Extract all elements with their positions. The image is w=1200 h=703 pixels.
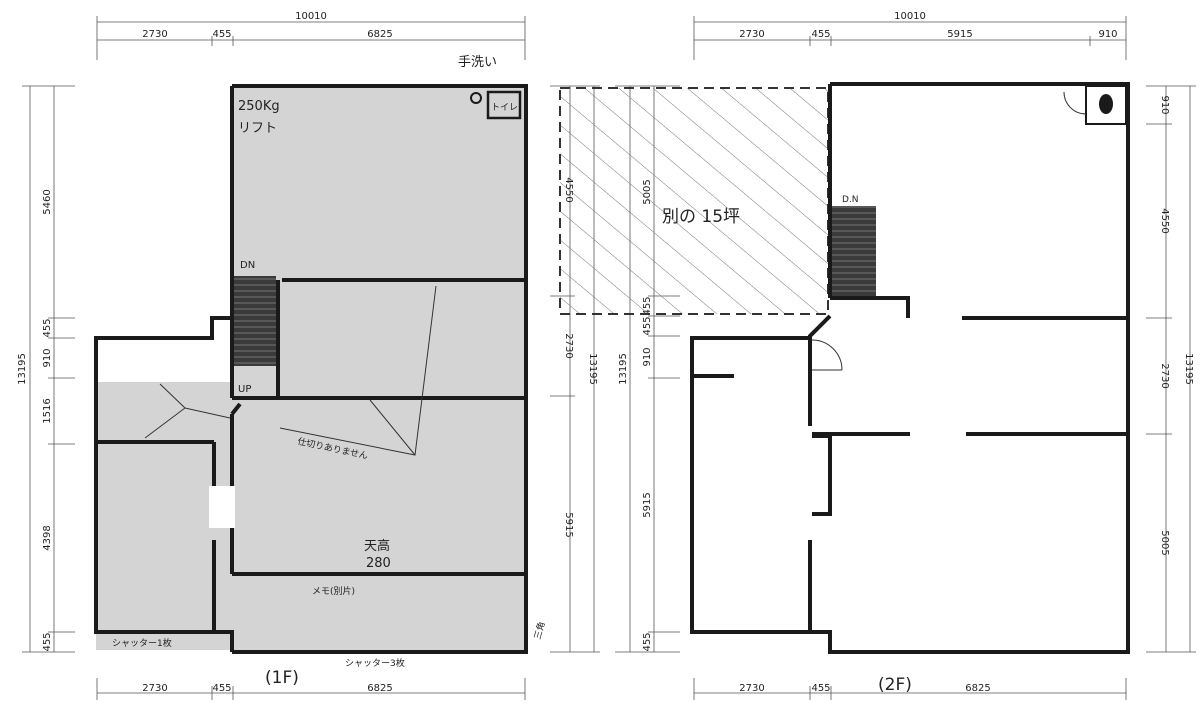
- f2-dim-top-b: 455: [811, 29, 830, 40]
- f1-note-lift: リフト: [238, 121, 277, 136]
- f2-dim-top-total: 10010: [894, 11, 926, 22]
- f2-note-separate: 別の 15坪: [662, 207, 740, 227]
- f2-dim-left-e: 5915: [642, 492, 653, 517]
- f1-dim-left-f: 455: [42, 632, 53, 651]
- f1-note-corner: 三角: [531, 620, 547, 641]
- f1-dim-left-d: 1516: [42, 398, 53, 423]
- f2-dim-right-a: 910: [1159, 95, 1170, 114]
- f1-note-ceiling-label: 天高: [364, 538, 390, 554]
- floor-1-left-dimensions: [22, 85, 75, 653]
- f2-floor-label: (2F): [878, 675, 912, 695]
- f2-dim-left-f: 455: [642, 632, 653, 651]
- f1-note-shutter-1: シャッター1枚: [112, 637, 172, 649]
- floor-1-annotation-lines: [144, 285, 437, 456]
- f2-dim-left-d: 910: [642, 347, 653, 366]
- floor-2-walls: [690, 82, 1130, 654]
- f1-note-toilet: トイレ: [491, 103, 518, 113]
- floor-1-floor-fill: [96, 88, 524, 650]
- f1-dim-bottom-b: 455: [212, 683, 231, 694]
- floor-2-top-dimensions: [693, 16, 1127, 60]
- f2-dim-bottom-b: 455: [811, 683, 830, 694]
- f1-note-handwash: 手洗い: [458, 55, 497, 70]
- f1-note-up: UP: [238, 384, 251, 395]
- f1-dim-left-e: 4398: [42, 525, 53, 550]
- f1-dim-top-c: 6825: [367, 29, 392, 40]
- f2-dim-bottom-c: 6825: [965, 683, 990, 694]
- f2-dim-left-c: 455: [642, 316, 653, 335]
- f1-door-opening: [209, 486, 235, 528]
- floor-1-plan: 10010 2730 455 6825 2730 455 6825 13195: [17, 11, 600, 700]
- floor-2-plan: 10010 2730 455 5915 910 2730 455 6825: [559, 11, 1196, 700]
- f2-toilet-icon: [1099, 94, 1113, 114]
- f2-dim-right-b: 4550: [1159, 208, 1170, 233]
- f1-dim-left-a: 5460: [42, 189, 53, 214]
- f1-dim-top-b: 455: [212, 29, 231, 40]
- f1-dim-top-a: 2730: [142, 29, 167, 40]
- f2-note-dn: D.N: [842, 195, 859, 205]
- f2-stair-icon: [832, 206, 876, 296]
- f1-dim-left-c: 910: [42, 348, 53, 367]
- f1-dim-right-c: 5915: [563, 512, 574, 537]
- f2-dim-right-d: 5005: [1159, 530, 1170, 555]
- f2-dim-left-total: 13195: [618, 353, 629, 385]
- f1-note-shutter-3: シャッター3枚: [345, 657, 405, 669]
- f1-dim-left-total: 13195: [17, 353, 28, 385]
- f1-note-ceiling-value: 280: [366, 556, 391, 571]
- floor-2-right-dimensions: [1146, 85, 1196, 653]
- f1-dim-top-total: 10010: [295, 11, 327, 22]
- f2-dim-top-a: 2730: [739, 29, 764, 40]
- f1-stair-icon: [234, 276, 276, 366]
- f1-dim-right-b: 2730: [563, 333, 574, 358]
- f1-floor-label: (1F): [265, 668, 299, 688]
- f1-dim-bottom-a: 2730: [142, 683, 167, 694]
- f2-dim-top-c: 5915: [947, 29, 972, 40]
- f1-note-lift-weight: 250Kg: [238, 99, 280, 114]
- floor-2-bottom-dimensions: [693, 678, 1127, 700]
- f2-dim-right-c: 2730: [1159, 363, 1170, 388]
- f1-dim-bottom-c: 6825: [367, 683, 392, 694]
- f2-dim-right-total: 13195: [1183, 353, 1194, 385]
- f1-note-dn: DN: [240, 260, 255, 271]
- f1-dim-right-total: 13195: [587, 353, 598, 385]
- f1-dim-left-b: 455: [42, 318, 53, 337]
- f2-separate-area: [559, 87, 829, 315]
- f1-handwash-icon: [470, 92, 482, 104]
- floor-1-top-dimensions: [96, 16, 526, 60]
- f2-dim-bottom-a: 2730: [739, 683, 764, 694]
- f1-note-memo: メモ(別片): [312, 585, 355, 597]
- f2-dim-top-d: 910: [1098, 29, 1117, 40]
- floor-1-bottom-dimensions: [96, 678, 526, 700]
- floor-1-walls: [94, 84, 528, 654]
- floor-2-door-swings: [811, 91, 1087, 371]
